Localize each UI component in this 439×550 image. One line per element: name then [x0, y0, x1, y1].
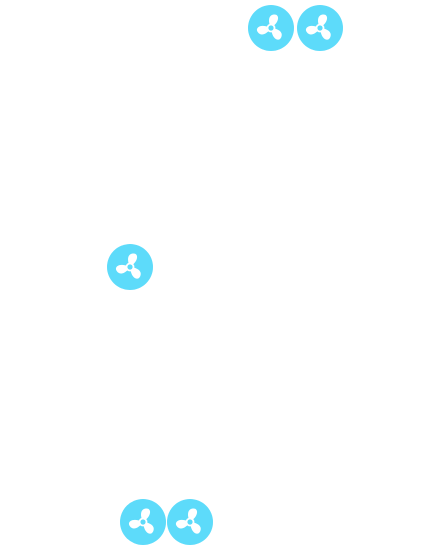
fan-icon [107, 244, 153, 290]
fan-button-bottom-right[interactable] [167, 499, 213, 545]
fan-button-bottom-left[interactable] [120, 499, 166, 545]
fan-icon [248, 5, 294, 51]
fan-icon [297, 5, 343, 51]
fan-button-middle[interactable] [107, 244, 153, 290]
fan-icon [120, 499, 166, 545]
fan-icon [167, 499, 213, 545]
fan-button-top-left[interactable] [248, 5, 294, 51]
fan-button-top-right[interactable] [297, 5, 343, 51]
